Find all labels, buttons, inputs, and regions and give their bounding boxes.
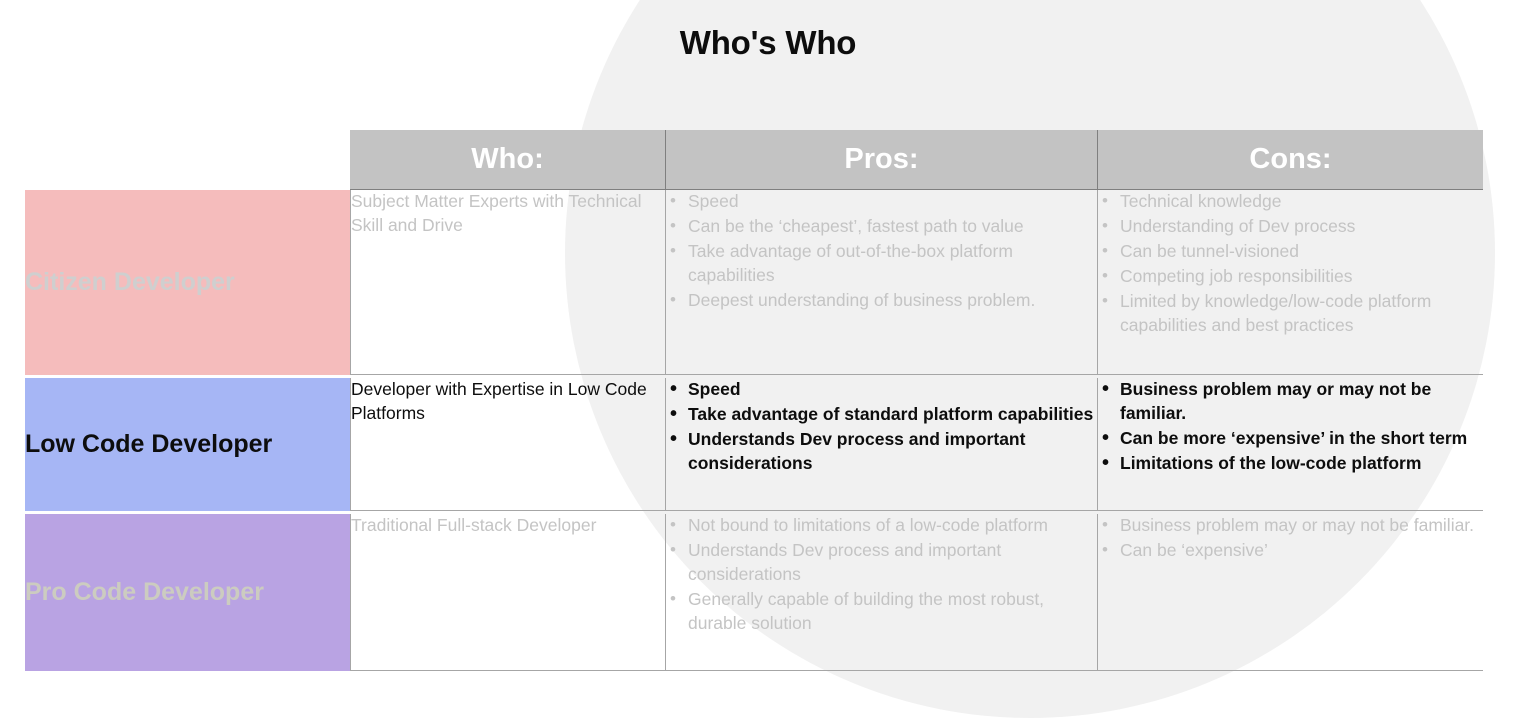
row-separator: [25, 511, 1483, 514]
list-item: Can be ‘expensive’: [1098, 538, 1483, 563]
role-gap-spacer: [25, 511, 350, 514]
table-header-row: Who: Pros: Cons:: [25, 130, 1483, 190]
header-cell-pros: Pros:: [665, 130, 1097, 190]
list-item: Deepest understanding of business proble…: [666, 288, 1097, 313]
list-item: Understands Dev process and important co…: [666, 426, 1097, 476]
pros-cell-low-code-developer: Speed Take advantage of standard platfor…: [665, 376, 1097, 511]
page-title: Who's Who: [679, 24, 857, 61]
who-cell-low-code-developer: Developer with Expertise in Low Code Pla…: [350, 378, 665, 511]
list-item: Understanding of Dev process: [1098, 214, 1483, 239]
header-cell-cons: Cons:: [1097, 130, 1483, 190]
table-row: Citizen Developer Subject Matter Experts…: [25, 189, 1483, 375]
list-item: Limited by knowledge/low-code platform c…: [1098, 289, 1483, 338]
role-gap-spacer: [25, 375, 350, 378]
cons-cell-low-code-developer: Business problem may or may not be famil…: [1097, 376, 1483, 511]
header-cell-who: Who:: [350, 130, 665, 190]
pros-list: Not bound to limitations of a low-code p…: [666, 513, 1097, 636]
list-item: Take advantage of standard platform capa…: [666, 401, 1097, 428]
who-cell-citizen-developer: Subject Matter Experts with Technical Sk…: [350, 190, 665, 375]
who-is-who-table: Who: Pros: Cons: Citizen Developer Subje…: [25, 130, 1483, 671]
role-label-citizen-developer[interactable]: Citizen Developer: [25, 190, 350, 375]
table-row: Low Code Developer Developer with Expert…: [25, 376, 1483, 511]
list-item: Limitations of the low-code platform: [1098, 450, 1483, 477]
cons-cell-citizen-developer: Technical knowledge Understanding of Dev…: [1097, 189, 1483, 375]
pros-list: Speed Take advantage of standard platfor…: [666, 376, 1097, 476]
header-cell-blank: [25, 130, 350, 190]
pros-cell-pro-code-developer: Not bound to limitations of a low-code p…: [665, 513, 1097, 671]
cons-list: Business problem may or may not be famil…: [1098, 376, 1483, 477]
list-item: Technical knowledge: [1098, 189, 1483, 214]
role-label-low-code-developer[interactable]: Low Code Developer: [25, 378, 350, 511]
cons-cell-pro-code-developer: Business problem may or may not be famil…: [1097, 513, 1483, 671]
row-separator: [25, 375, 1483, 378]
list-item: Business problem may or may not be famil…: [1098, 513, 1483, 538]
list-item: Take advantage of out-of-the-box platfor…: [666, 239, 1097, 288]
list-item: Can be more ‘expensive’ in the short ter…: [1098, 425, 1483, 452]
pros-cell-citizen-developer: Speed Can be the ‘cheapest’, fastest pat…: [665, 189, 1097, 375]
list-item: Speed: [666, 376, 1097, 403]
list-item: Generally capable of building the most r…: [666, 587, 1097, 636]
who-cell-pro-code-developer: Traditional Full-stack Developer: [350, 514, 665, 671]
cons-list: Business problem may or may not be famil…: [1098, 513, 1483, 563]
list-item: Business problem may or may not be famil…: [1098, 376, 1483, 426]
list-item: Can be the ‘cheapest’, fastest path to v…: [666, 214, 1097, 239]
list-item: Competing job responsibilities: [1098, 264, 1483, 289]
list-item: Speed: [666, 189, 1097, 214]
table-row: Pro Code Developer Traditional Full-stac…: [25, 513, 1483, 671]
who-description: Traditional Full-stack Developer: [351, 515, 597, 535]
who-description: Developer with Expertise in Low Code Pla…: [351, 379, 647, 423]
pros-list: Speed Can be the ‘cheapest’, fastest pat…: [666, 189, 1097, 313]
who-description: Subject Matter Experts with Technical Sk…: [351, 191, 642, 235]
cons-list: Technical knowledge Understanding of Dev…: [1098, 189, 1483, 338]
list-item: Can be tunnel-visioned: [1098, 239, 1483, 264]
role-label-pro-code-developer[interactable]: Pro Code Developer: [25, 514, 350, 671]
list-item: Not bound to limitations of a low-code p…: [666, 513, 1097, 538]
list-item: Understands Dev process and important co…: [666, 538, 1097, 587]
